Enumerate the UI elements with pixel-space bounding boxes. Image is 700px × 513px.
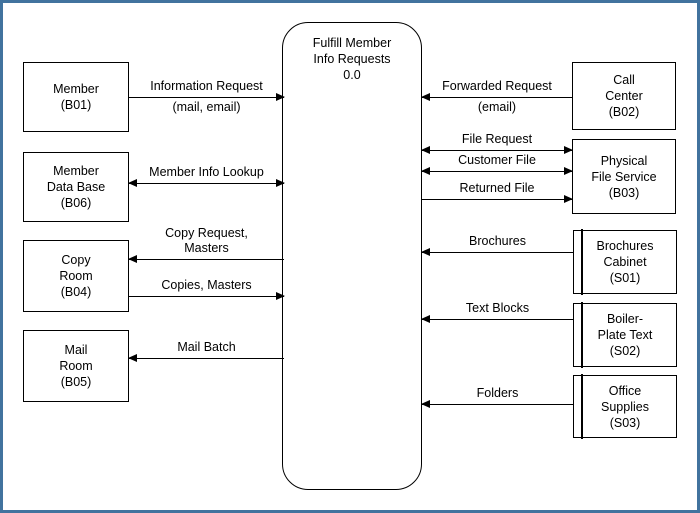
process-name-line-2: Info Requests [313,52,391,66]
entity-physical-file-service-line-2: File Service [591,169,657,184]
flow-forwarded-request-shaft [422,97,572,98]
flow-customer-file-label: Customer File [455,153,539,168]
entity-member-database-line-2: Data Base [46,180,106,194]
flow-folders-label: Folders [473,386,522,401]
datastore-office-supplies-line-1: Office [608,383,642,398]
entity-member-line-1: Member [53,82,99,96]
entity-member-database-line-1: Member [53,164,99,178]
flow-customer-file-arrowhead-right [564,166,573,175]
flow-mail-batch-arrowhead-left [128,353,137,362]
entity-member-database-b06[interactable]: Member Data Base (B06) [23,152,129,222]
flow-customer-file-shaft [422,171,572,172]
entity-physical-file-service-line-3: (B03) [608,185,640,200]
datastore-brochures-cabinet-s01[interactable]: Brochures Cabinet (S01) [573,229,677,295]
flow-customer-file-arrowhead-left [421,166,430,175]
datastore-office-supplies-line-3: (S03) [609,415,641,430]
datastore-boiler-plate-text-line-2: Plate Text [597,328,653,342]
flow-text-blocks-label: Text Blocks [462,301,533,316]
flow-forwarded-request-label-2: (email) [474,100,520,115]
datastore-boiler-plate-text-line-3: (S02) [609,344,641,358]
flow-text-blocks-shaft [422,319,573,320]
entity-mail-room-line-1: Mail [64,343,88,357]
flow-forwarded-request-arrowhead-left [421,92,430,101]
entity-call-center-line-1: Call [613,73,635,87]
flow-copy-request-masters-label-2: Masters [184,241,229,255]
flow-file-request-arrowhead-right [564,145,573,154]
flow-member-info-lookup-arrowhead-right [276,178,285,187]
entity-mail-room-line-3: (B05) [60,375,92,389]
entity-call-center-b02[interactable]: Call Center (B02) [572,62,676,130]
entity-mail-room-line-2: Room [59,359,93,373]
flow-member-info-lookup-shaft [129,183,284,184]
flow-copy-request-masters-label-group: Copy Request, Masters [162,226,251,256]
flow-copy-request-masters-arrowhead-left [128,254,137,263]
flow-brochures-shaft [422,252,573,253]
flow-information-request-label-1: Information Request [147,79,266,94]
datastore-boiler-plate-text-line-1: Boiler- [606,312,644,326]
datastore-office-supplies-line-2: Supplies [601,399,649,414]
entity-copy-room-line-2: Room [59,269,93,283]
entity-physical-file-service-line-1: Physical [600,153,648,168]
flow-information-request-label-2: (mail, email) [169,100,244,115]
entity-copy-room-line-3: (B04) [60,285,92,299]
entity-copy-room-line-1: Copy [61,253,91,267]
flow-information-request-shaft [129,97,284,98]
flow-file-request-shaft [422,150,572,151]
datastore-brochures-cabinet-line-3: (S01) [609,271,641,285]
flow-information-request-arrowhead-right [276,92,285,101]
datastore-boiler-plate-text-s02[interactable]: Boiler- Plate Text (S02) [573,302,677,368]
flow-forwarded-request-label-1: Forwarded Request [439,79,555,94]
flow-mail-batch-shaft [129,358,284,359]
process-name-line-1: Fulfill Member [312,36,392,50]
entity-physical-file-service-b03[interactable]: Physical File Service (B03) [572,139,676,214]
flow-returned-file-shaft [422,199,572,200]
entity-member-database-line-3: (B06) [60,196,92,210]
entity-mail-room-b05[interactable]: Mail Room (B05) [23,330,129,402]
entity-call-center-line-3: (B02) [608,105,640,119]
flow-brochures-label: Brochures [466,234,529,249]
entity-copy-room-b04[interactable]: Copy Room (B04) [23,240,129,312]
flow-member-info-lookup-label: Member Info Lookup [146,165,267,180]
datastore-office-supplies-s03[interactable]: Office Supplies (S03) [573,374,677,439]
flow-copy-request-masters-label-1: Copy Request, [165,226,248,240]
flow-folders-shaft [422,404,573,405]
flow-copies-masters-shaft [129,296,284,297]
flow-copy-request-masters-shaft [129,259,284,260]
flow-file-request-label: File Request [458,132,536,147]
flow-folders-arrowhead-left [421,399,430,408]
flow-file-request-arrowhead-left [421,145,430,154]
flow-member-info-lookup-arrowhead-left [128,178,137,187]
entity-member-b01[interactable]: Member (B01) [23,62,129,132]
datastore-brochures-cabinet-line-1: Brochures [596,239,654,253]
entity-member-line-2: (B01) [60,98,92,112]
flow-copies-masters-arrowhead-right [276,291,285,300]
flow-text-blocks-arrowhead-left [421,314,430,323]
flow-returned-file-arrowhead-right [564,194,573,203]
flow-returned-file-label: Returned File [456,181,538,196]
datastore-brochures-cabinet-line-2: Cabinet [603,255,647,269]
flow-mail-batch-label: Mail Batch [174,340,239,355]
entity-call-center-line-2: Center [605,89,643,103]
flow-brochures-arrowhead-left [421,247,430,256]
process-number: 0.0 [343,68,361,82]
process-fulfill-member-info-requests[interactable]: Fulfill Member Info Requests 0.0 [282,22,422,490]
flow-copies-masters-label: Copies, Masters [158,278,255,293]
